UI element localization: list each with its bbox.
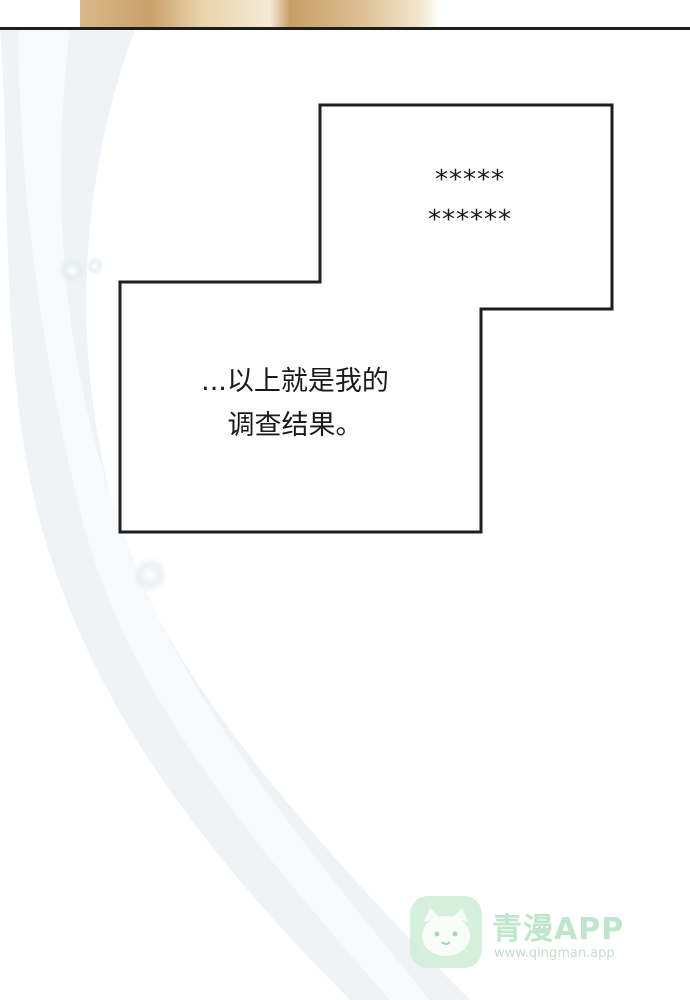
dialog-line-2: 调查结果。 bbox=[227, 410, 363, 441]
sparkle-glow bbox=[132, 557, 168, 593]
sparkle-glow bbox=[86, 257, 104, 275]
masked-line-2: ****** bbox=[428, 205, 512, 235]
dialog-line-1: ...以上就是我的 bbox=[201, 366, 389, 397]
cat-face-icon bbox=[410, 896, 482, 968]
dialog-text: ...以上就是我的 调查结果。 bbox=[150, 360, 440, 448]
sparkle-glow bbox=[58, 256, 86, 284]
sparkle-streak-background bbox=[0, 30, 470, 1000]
masked-line-1: ***** bbox=[435, 165, 505, 195]
censored-name-text: ***** ****** bbox=[400, 160, 540, 240]
top-panel-art-strip bbox=[0, 0, 690, 30]
watermark: 青漫APP www.qingman.app bbox=[410, 896, 650, 971]
watermark-title: 青漫APP bbox=[492, 912, 625, 947]
watermark-url: www.qingman.app bbox=[494, 946, 615, 961]
